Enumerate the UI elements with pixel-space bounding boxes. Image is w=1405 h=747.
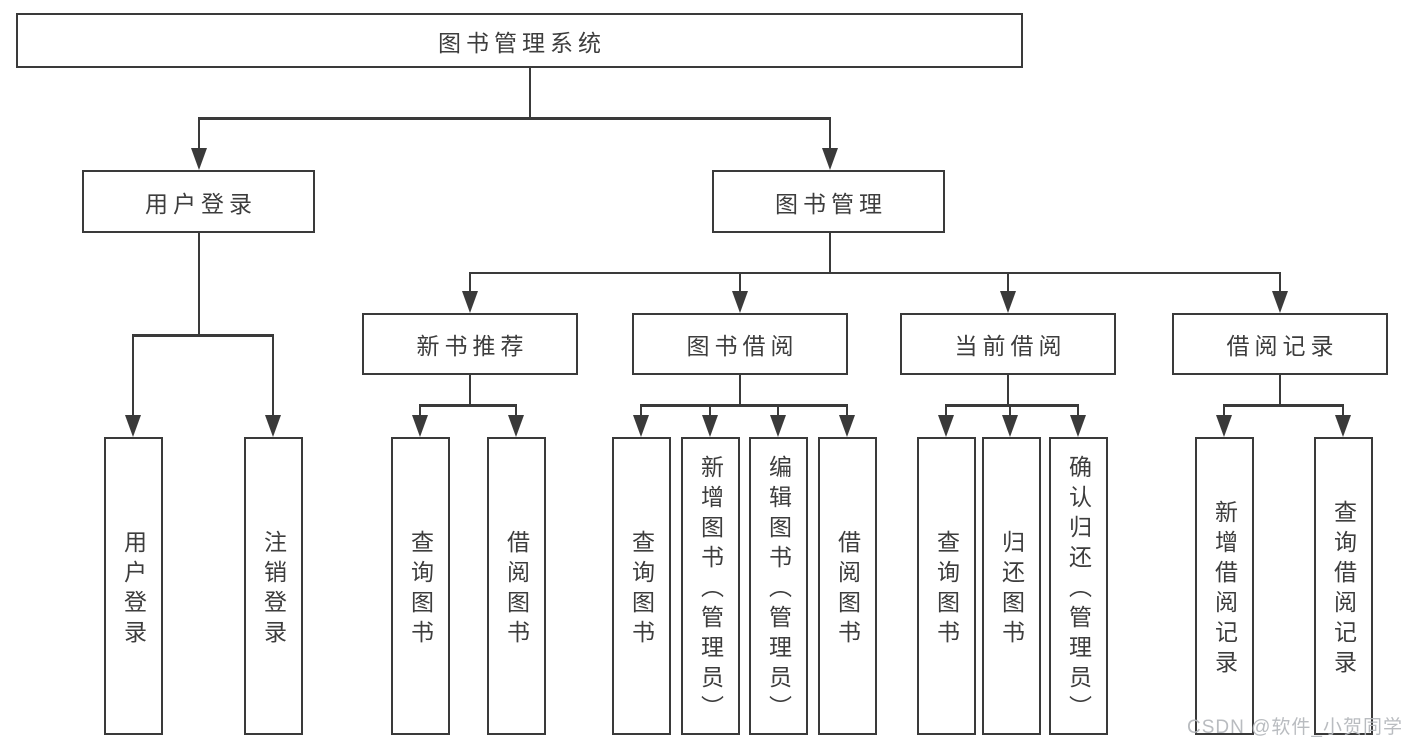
- leaf-return-books-label: 归还图书: [998, 529, 1025, 650]
- node-library-system-label: 图书管理系统: [438, 29, 606, 56]
- arrowhead-icon: [412, 415, 428, 437]
- arrowhead-icon: [462, 291, 478, 313]
- arrowhead-icon: [1216, 415, 1232, 437]
- connector-line: [418, 404, 422, 417]
- connector-line: [639, 404, 643, 417]
- leaf-query-borrow-record-label: 查询借阅记录: [1330, 499, 1357, 680]
- connector-line: [828, 117, 832, 150]
- leaf-confirm-return-admin-label: 确认归还（管理员）: [1065, 454, 1092, 725]
- arrowhead-icon: [1000, 291, 1016, 313]
- leaf-logout-label: 注销登录: [260, 529, 287, 650]
- arrowhead-icon: [822, 148, 838, 170]
- leaf-confirm-return-admin: 确认归还（管理员）: [1049, 437, 1108, 735]
- leaf-query-books-current: 查询图书: [917, 437, 976, 735]
- connector-line: [528, 66, 532, 120]
- node-new-book-recommendation: 新书推荐: [362, 313, 578, 375]
- connector-line: [1006, 271, 1010, 294]
- arrowhead-icon: [839, 415, 855, 437]
- node-book-borrowing-label: 图书借阅: [686, 333, 799, 359]
- node-current-borrowing: 当前借阅: [900, 313, 1116, 375]
- connector-line: [271, 334, 275, 417]
- node-book-management: 图书管理: [712, 170, 945, 233]
- connector-line: [944, 404, 948, 417]
- connector-line: [639, 404, 849, 407]
- connector-line: [131, 334, 135, 417]
- arrowhead-icon: [770, 415, 786, 437]
- arrowhead-icon: [633, 415, 649, 437]
- leaf-borrow-books: 借阅图书: [818, 437, 877, 735]
- connector-line: [1278, 271, 1282, 294]
- connector-line: [514, 404, 518, 417]
- node-user-login: 用户登录: [82, 170, 315, 233]
- leaf-logout: 注销登录: [244, 437, 303, 735]
- connector-line: [197, 117, 201, 150]
- leaf-query-books-borrowing: 查询图书: [612, 437, 671, 735]
- connector-line: [738, 271, 742, 294]
- node-borrowing-records: 借阅记录: [1172, 313, 1388, 375]
- connector-line: [197, 232, 201, 337]
- connector-line: [1008, 404, 1012, 417]
- connector-line: [1076, 404, 1080, 417]
- leaf-query-books-borrowing-label: 查询图书: [628, 529, 655, 650]
- connector-line: [845, 404, 849, 417]
- watermark: CSDN @软件_小贺同学: [1187, 717, 1403, 738]
- leaf-query-books-current-label: 查询图书: [933, 529, 960, 650]
- leaf-query-borrow-record: 查询借阅记录: [1314, 437, 1373, 735]
- arrowhead-icon: [1002, 415, 1018, 437]
- leaf-edit-book-admin: 编辑图书（管理员）: [749, 437, 808, 735]
- leaf-user-login-label: 用户登录: [120, 529, 147, 650]
- connector-line: [468, 271, 472, 294]
- connector-line: [1278, 373, 1282, 407]
- connector-line: [131, 334, 275, 337]
- leaf-add-borrow-record-label: 新增借阅记录: [1211, 499, 1238, 680]
- leaf-user-login: 用户登录: [104, 437, 163, 735]
- node-library-system: 图书管理系统: [16, 13, 1023, 68]
- arrowhead-icon: [191, 148, 207, 170]
- leaf-return-books: 归还图书: [982, 437, 1041, 735]
- arrowhead-icon: [732, 291, 748, 313]
- leaf-borrow-books-label: 借阅图书: [834, 529, 861, 650]
- node-book-borrowing: 图书借阅: [632, 313, 848, 375]
- arrowhead-icon: [1272, 291, 1288, 313]
- arrowhead-icon: [702, 415, 718, 437]
- connector-line: [468, 271, 1282, 274]
- connector-line: [738, 373, 742, 407]
- connector-line: [418, 404, 518, 407]
- connector-line: [828, 232, 832, 274]
- connector-line: [708, 404, 712, 417]
- connector-line: [197, 117, 832, 120]
- leaf-query-books-recommend: 查询图书: [391, 437, 450, 735]
- leaf-edit-book-admin-label: 编辑图书（管理员）: [765, 454, 792, 725]
- connector-line: [1341, 404, 1345, 417]
- arrowhead-icon: [508, 415, 524, 437]
- node-user-login-label: 用户登录: [145, 190, 257, 217]
- node-new-book-recommendation-label: 新书推荐: [416, 333, 529, 359]
- connector-line: [776, 404, 780, 417]
- node-borrowing-records-label: 借阅记录: [1226, 333, 1339, 359]
- arrowhead-icon: [125, 415, 141, 437]
- leaf-add-book-admin: 新增图书（管理员）: [681, 437, 740, 735]
- arrowhead-icon: [1335, 415, 1351, 437]
- arrowhead-icon: [938, 415, 954, 437]
- leaf-add-book-admin-label: 新增图书（管理员）: [697, 454, 724, 725]
- connector-line: [1006, 373, 1010, 407]
- leaf-borrow-books-recommend-label: 借阅图书: [503, 529, 530, 650]
- node-book-management-label: 图书管理: [775, 190, 887, 217]
- connector-line: [944, 404, 1080, 407]
- leaf-query-books-recommend-label: 查询图书: [407, 529, 434, 650]
- connector-line: [1222, 404, 1226, 417]
- connector-line: [1222, 404, 1345, 407]
- leaf-add-borrow-record: 新增借阅记录: [1195, 437, 1254, 735]
- connector-line: [468, 373, 472, 407]
- arrowhead-icon: [1070, 415, 1086, 437]
- leaf-borrow-books-recommend: 借阅图书: [487, 437, 546, 735]
- arrowhead-icon: [265, 415, 281, 437]
- node-current-borrowing-label: 当前借阅: [954, 333, 1067, 359]
